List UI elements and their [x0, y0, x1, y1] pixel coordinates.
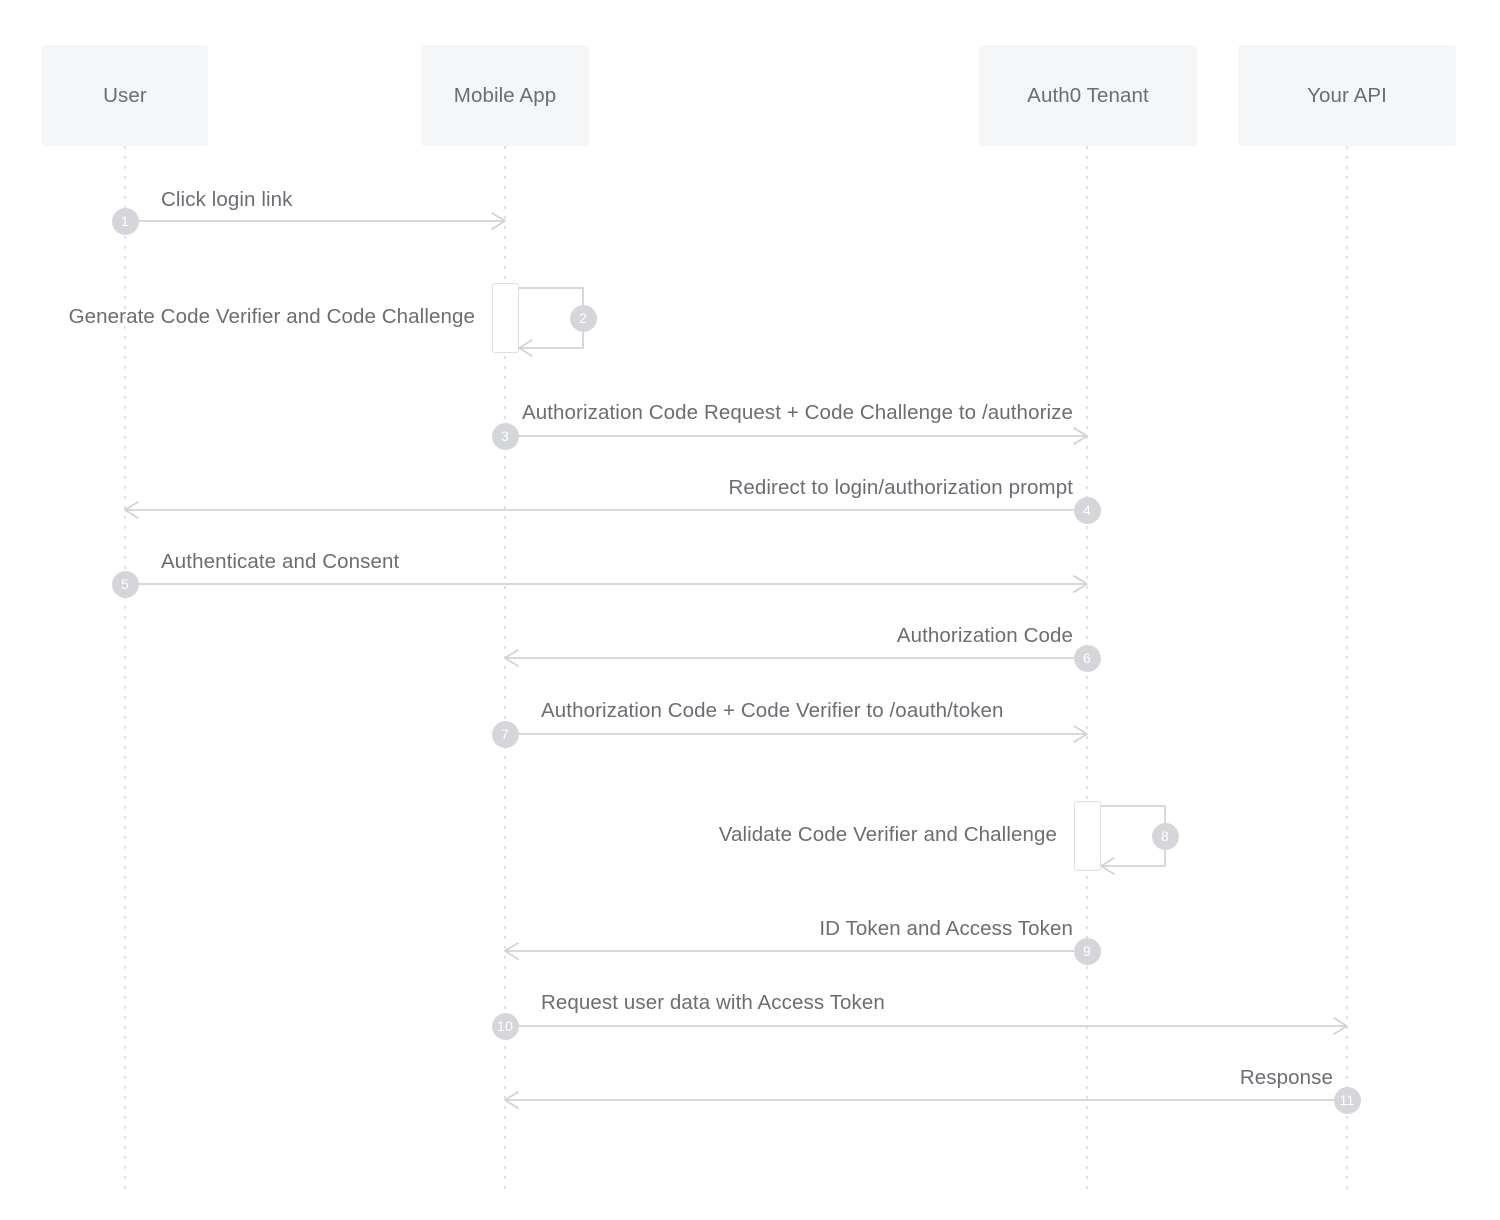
arrowhead — [1100, 857, 1115, 875]
step-badge-8: 8 — [1151, 822, 1179, 850]
step-badge-1: 1 — [111, 207, 139, 235]
arrowhead — [504, 1091, 519, 1109]
participant-app[interactable]: Mobile App — [421, 45, 589, 146]
message-label-4: Redirect to login/authorization prompt — [728, 476, 1073, 499]
step-badge-10: 10 — [491, 1012, 519, 1040]
arrowhead — [518, 339, 533, 357]
participant-label: Mobile App — [453, 83, 557, 107]
message-label-3: Authorization Code Request + Code Challe… — [521, 401, 1073, 424]
message-label-7: Authorization Code + Code Verifier to /o… — [541, 699, 1004, 722]
step-badge-7: 7 — [491, 720, 519, 748]
step-badge-2: 2 — [569, 304, 597, 332]
activation-bar-8 — [1074, 801, 1101, 871]
step-badge-5: 5 — [111, 570, 139, 598]
message-label-9: ID Token and Access Token — [819, 917, 1073, 940]
participant-tenant[interactable]: Auth0 Tenant — [979, 45, 1197, 146]
arrowhead — [491, 212, 506, 230]
participant-api[interactable]: Your API — [1238, 45, 1456, 146]
message-label-1: Click login link — [161, 188, 293, 211]
participant-user[interactable]: User — [42, 45, 208, 146]
step-badge-6: 6 — [1073, 644, 1101, 672]
message-label-10: Request user data with Access Token — [541, 991, 885, 1014]
step-badge-9: 9 — [1073, 937, 1101, 965]
participant-label: Auth0 Tenant — [1027, 83, 1149, 107]
arrowhead — [504, 942, 519, 960]
activation-bar-2 — [492, 283, 519, 353]
arrowhead — [1333, 1017, 1348, 1035]
arrowhead — [124, 501, 139, 519]
participant-label: Your API — [1307, 83, 1387, 107]
arrowhead — [1073, 575, 1088, 593]
participant-label: User — [103, 83, 147, 107]
message-label-11: Response — [1239, 1066, 1333, 1089]
message-label-5: Authenticate and Consent — [161, 550, 400, 573]
arrowhead — [1073, 725, 1088, 743]
step-badge-11: 11 — [1333, 1086, 1361, 1114]
step-badge-4: 4 — [1073, 496, 1101, 524]
message-label-8: Validate Code Verifier and Challenge — [718, 823, 1057, 846]
message-label-2: Generate Code Verifier and Code Challeng… — [68, 305, 475, 328]
arrowhead — [504, 649, 519, 667]
step-badge-3: 3 — [491, 422, 519, 450]
message-label-6: Authorization Code — [896, 624, 1073, 647]
arrowhead — [1073, 427, 1088, 445]
